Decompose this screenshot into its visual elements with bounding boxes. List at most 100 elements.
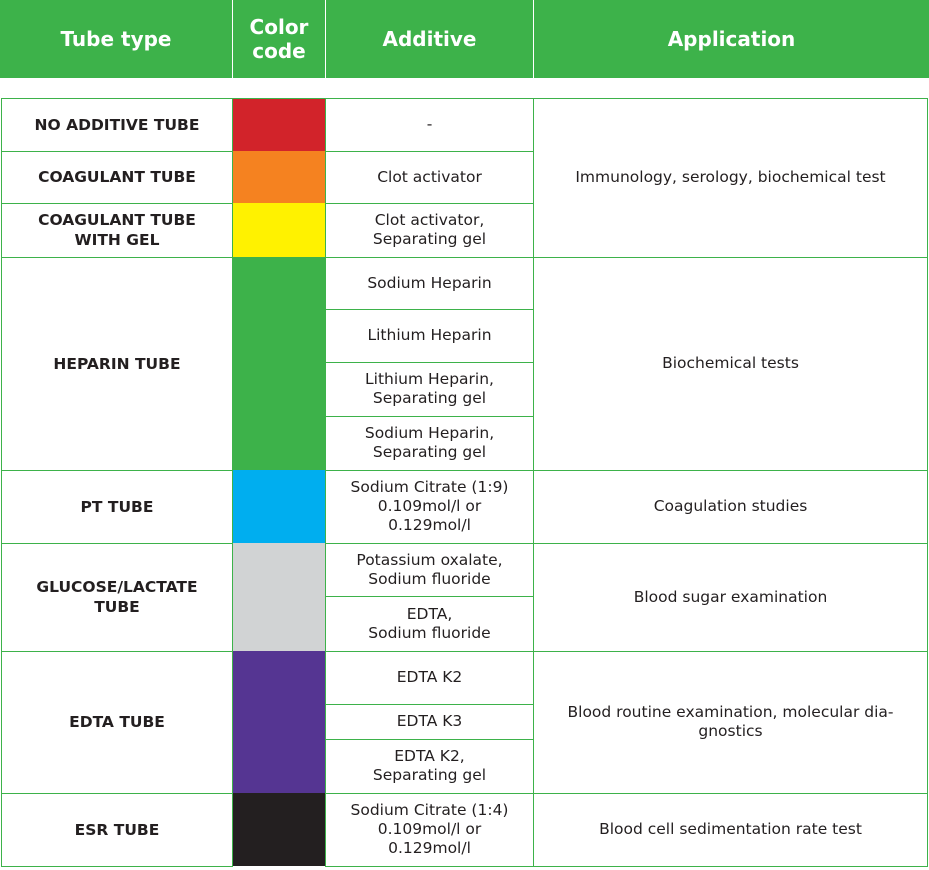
header-additive-label: Additive [382,27,477,51]
tube-type-cell: EDTA TUBE [2,651,232,793]
grid-line [325,793,534,794]
color-swatch-purple [233,651,325,704]
color-swatch-purple [233,739,325,793]
application-cell-text: Blood routine examination, molecular dia… [567,703,894,740]
color-swatch-black [233,793,325,866]
grid-line [325,866,534,867]
tube-type-cell-text: PT TUBE [80,497,154,516]
grid-line [325,309,534,310]
color-swatch-green [233,309,325,362]
grid-line [533,543,927,544]
grid-line [2,257,233,258]
color-swatch-yellow [233,203,325,257]
additive-cell: Sodium Heparin, Separating gel [326,416,533,470]
grid-line [2,793,233,794]
additive-cell: EDTA, Sodium fluoride [326,596,533,651]
color-swatch-green [233,362,325,416]
additive-cell: EDTA K2, Separating gel [326,739,533,793]
tube-type-cell: PT TUBE [2,470,232,543]
grid-line [232,98,233,867]
additive-cell: EDTA K2 [326,651,533,704]
additive-cell-text: Lithium Heparin, Separating gel [365,370,494,407]
additive-cell-text: Sodium Heparin, Separating gel [364,424,495,461]
additive-cell-text: - [426,115,433,133]
additive-cell-text: Clot activator, Separating gel [372,211,487,248]
grid-line [325,470,534,471]
application-cell-text: Biochemical tests [662,354,799,372]
color-swatch-green [233,416,325,470]
additive-cell: Sodium Citrate (1:4) 0.109mol/l or 0.129… [326,793,533,866]
additive-cell-text: EDTA K3 [396,712,463,730]
grid-line [2,98,927,99]
color-swatch-blue [233,470,325,543]
additive-cell-text: Clot activator [377,167,482,186]
grid-line [325,98,326,867]
color-swatch-orange [233,151,325,203]
grid-line [533,257,927,258]
color-swatch-purple [233,704,325,739]
application-cell-text: Coagulation studies [653,497,808,515]
tube-type-cell-text: COAGULANT TUBE WITH GEL [38,211,196,249]
grid-line [2,543,233,544]
grid-line [533,793,927,794]
grid-line [325,543,534,544]
application-cell: Blood cell sedimentation rate test [534,793,927,866]
additive-cell: Sodium Heparin [326,257,533,309]
grid-line [325,704,534,705]
color-swatch-green [233,257,325,309]
tube-type-cell-text: EDTA TUBE [69,713,165,731]
additive-cell-text: Potassium oxalate, Sodium fluoride [356,550,503,588]
grid-line [325,416,534,417]
tube-type-cell: NO ADDITIVE TUBE [2,98,232,151]
application-cell-text: Blood cell sedimentation rate test [599,820,862,838]
application-cell: Blood routine examination, molecular dia… [534,651,927,793]
grid-line [533,470,927,471]
tube-type-cell: COAGULANT TUBE WITH GEL [2,203,232,257]
additive-cell: Sodium Citrate (1:9) 0.109mol/l or 0.129… [326,470,533,543]
additive-cell: Lithium Heparin, Separating gel [326,362,533,416]
header-color-code: Color code [233,0,325,78]
grid-line [2,651,233,652]
tube-type-cell-text: COAGULANT TUBE [38,168,196,186]
additive-cell: Clot activator [326,151,533,203]
tube-type-cell: COAGULANT TUBE [2,151,232,203]
additive-cell: Clot activator, Separating gel [326,203,533,257]
grid-line [927,98,928,867]
grid-line [325,739,534,740]
additive-cell-text: Lithium Heparin [367,326,492,344]
additive-cell-text: EDTA K2 [396,668,463,686]
header-color-code-label: Color code [249,15,309,63]
grid-line [325,651,534,652]
grid-line [533,651,927,652]
additive-cell: EDTA K3 [326,704,533,739]
tube-type-cell-text: NO ADDITIVE TUBE [34,115,200,134]
additive-cell-text: Sodium Citrate (1:9) 0.109mol/l or 0.129… [350,478,509,534]
grid-line [2,203,233,204]
additive-cell: Potassium oxalate, Sodium fluoride [326,543,533,596]
color-swatch-red [233,98,325,151]
additive-cell-text: EDTA K2, Separating gel [372,747,487,784]
application-cell: Immunology, serology, biochemical test [534,98,927,257]
header-tube-type: Tube type [0,0,232,78]
tube-type-cell: HEPARIN TUBE [2,257,232,470]
tube-type-cell-text: ESR TUBE [74,820,160,839]
header-tube-type-label: Tube type [60,27,172,51]
tube-type-cell: GLUCOSE/LACTATE TUBE [2,543,232,651]
grid-line [325,362,534,363]
header-application-label: Application [667,27,796,51]
additive-cell: Lithium Heparin [326,309,533,362]
application-cell: Blood sugar examination [534,543,927,651]
tube-type-cell-text: HEPARIN TUBE [53,354,181,373]
color-swatch-gray [233,543,325,596]
grid-line [533,98,534,867]
additive-cell: - [326,98,533,151]
application-cell: Biochemical tests [534,257,927,470]
color-swatch-gray [233,596,325,651]
additive-cell-text: Sodium Citrate (1:4) 0.109mol/l or 0.129… [350,801,509,857]
header-additive: Additive [326,0,533,78]
application-cell: Coagulation studies [534,470,927,543]
application-cell-text: Immunology, serology, biochemical test [575,168,886,186]
additive-cell-text: Sodium Heparin [367,273,492,292]
grid-line [325,596,534,597]
